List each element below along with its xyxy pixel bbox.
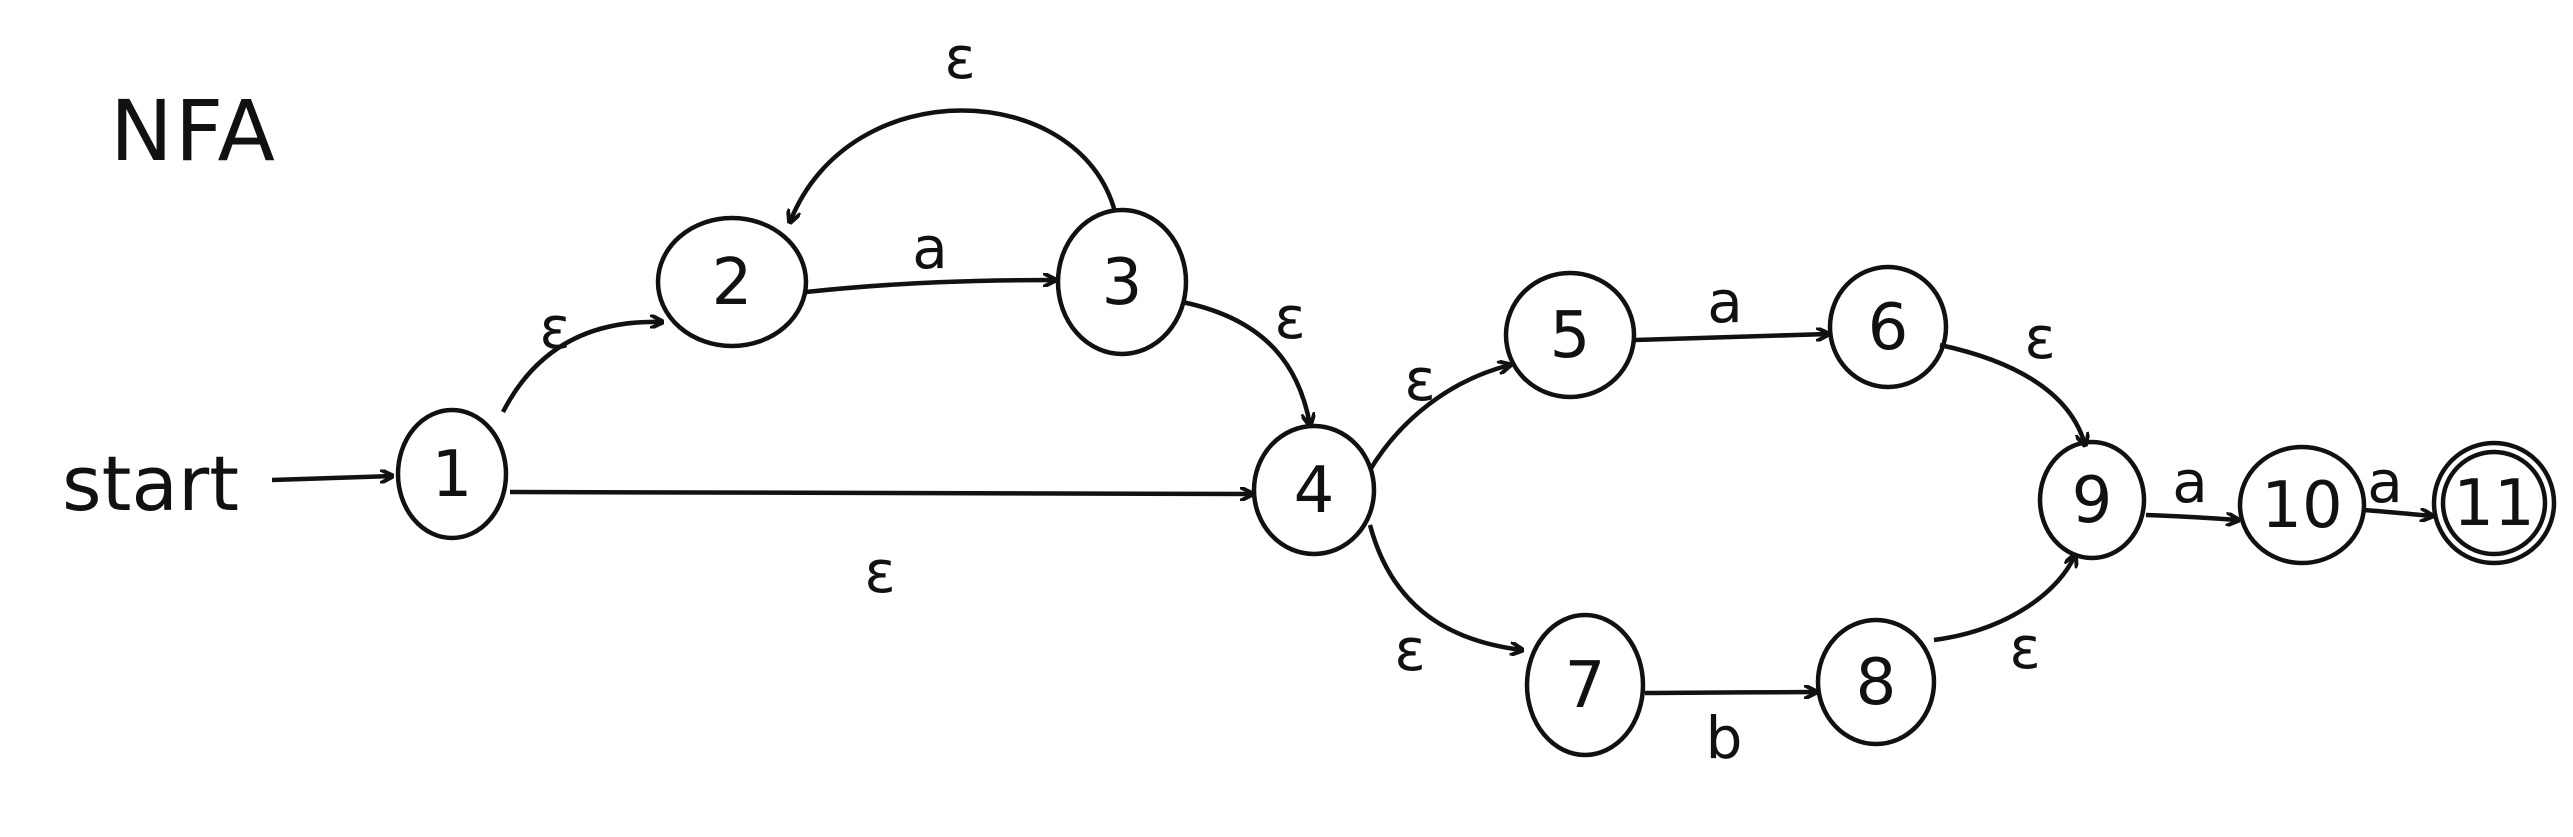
state-circle-10 bbox=[2237, 444, 2367, 566]
transition-arrow-4-5 bbox=[1368, 365, 1510, 472]
state-10: 10 bbox=[2237, 444, 2367, 566]
start-label: start bbox=[62, 439, 239, 528]
diagram-title: NFA bbox=[110, 82, 277, 180]
transition-label-10-11: a bbox=[2367, 448, 2403, 516]
state-label-9: 9 bbox=[2072, 464, 2113, 538]
state-9: 9 bbox=[2037, 439, 2147, 561]
state-label-1: 1 bbox=[432, 438, 473, 512]
transition-label-3-2: ε bbox=[944, 24, 975, 92]
transition-arrow-4-7 bbox=[1367, 524, 1522, 650]
transition-arrow-2-3 bbox=[805, 280, 1055, 295]
transition-label-2-3: a bbox=[912, 214, 948, 282]
state-label-6: 6 bbox=[1868, 291, 1909, 365]
transition-label-1-2: ε bbox=[539, 294, 570, 362]
transition-arrow-5-6 bbox=[1633, 334, 1828, 343]
state-label-11: 11 bbox=[2453, 467, 2534, 541]
state-circle-3 bbox=[1055, 207, 1189, 357]
transition-arrow-7-8 bbox=[1644, 692, 1816, 693]
state-circle-6 bbox=[1827, 264, 1949, 390]
transition-label-6-9: ε bbox=[2024, 304, 2055, 372]
state-circle-8 bbox=[1815, 617, 1937, 747]
transition-arrow-3-4 bbox=[1181, 299, 1310, 425]
start-arrow bbox=[271, 476, 392, 480]
transition-label-5-6: a bbox=[1707, 268, 1743, 336]
state-circle-11 bbox=[2431, 440, 2557, 566]
state-label-3: 3 bbox=[1102, 246, 1143, 320]
transition-label-9-10: a bbox=[2172, 448, 2208, 516]
state-circle-7 bbox=[1524, 612, 1646, 758]
state-label-8: 8 bbox=[1856, 646, 1897, 720]
state-3: 3 bbox=[1055, 207, 1189, 357]
accepting-inner-circle-11 bbox=[2440, 449, 2548, 557]
state-label-4: 4 bbox=[1294, 454, 1335, 528]
transition-label-8-9: ε bbox=[2009, 614, 2040, 682]
transition-label-4-5: ε bbox=[1404, 346, 1435, 414]
transition-arrow-1-4 bbox=[509, 492, 1252, 494]
transition-arrow-8-9 bbox=[1933, 555, 2075, 643]
state-11: 11 bbox=[2431, 440, 2557, 566]
transition-label-3-4: ε bbox=[1274, 284, 1305, 352]
state-circle-4 bbox=[1251, 423, 1377, 557]
state-5: 5 bbox=[1503, 270, 1637, 400]
state-circle-1 bbox=[395, 407, 509, 541]
state-circle-9 bbox=[2037, 439, 2147, 561]
transition-label-7-8: b bbox=[1706, 704, 1743, 772]
state-circle-2 bbox=[655, 215, 809, 349]
state-label-10: 10 bbox=[2261, 469, 2342, 543]
transition-label-4-7: ε bbox=[1394, 616, 1425, 684]
transition-arrow-9-10 bbox=[2145, 515, 2238, 520]
state-label-7: 7 bbox=[1565, 649, 1606, 723]
state-label-2: 2 bbox=[712, 246, 753, 320]
state-2: 2 bbox=[655, 215, 809, 349]
transition-arrow-10-11 bbox=[2363, 507, 2432, 516]
transition-arrow-6-9 bbox=[1939, 342, 2085, 445]
state-label-5: 5 bbox=[1550, 299, 1591, 373]
state-4: 4 bbox=[1251, 423, 1377, 557]
state-1: 1 bbox=[395, 407, 509, 541]
state-6: 6 bbox=[1827, 264, 1949, 390]
state-7: 7 bbox=[1524, 612, 1646, 758]
transition-arrow-3-2 bbox=[790, 108, 1118, 223]
transition-arrow-1-2 bbox=[500, 322, 662, 414]
state-circle-5 bbox=[1503, 270, 1637, 400]
state-8: 8 bbox=[1815, 617, 1937, 747]
transition-label-1-4: ε bbox=[864, 538, 895, 606]
